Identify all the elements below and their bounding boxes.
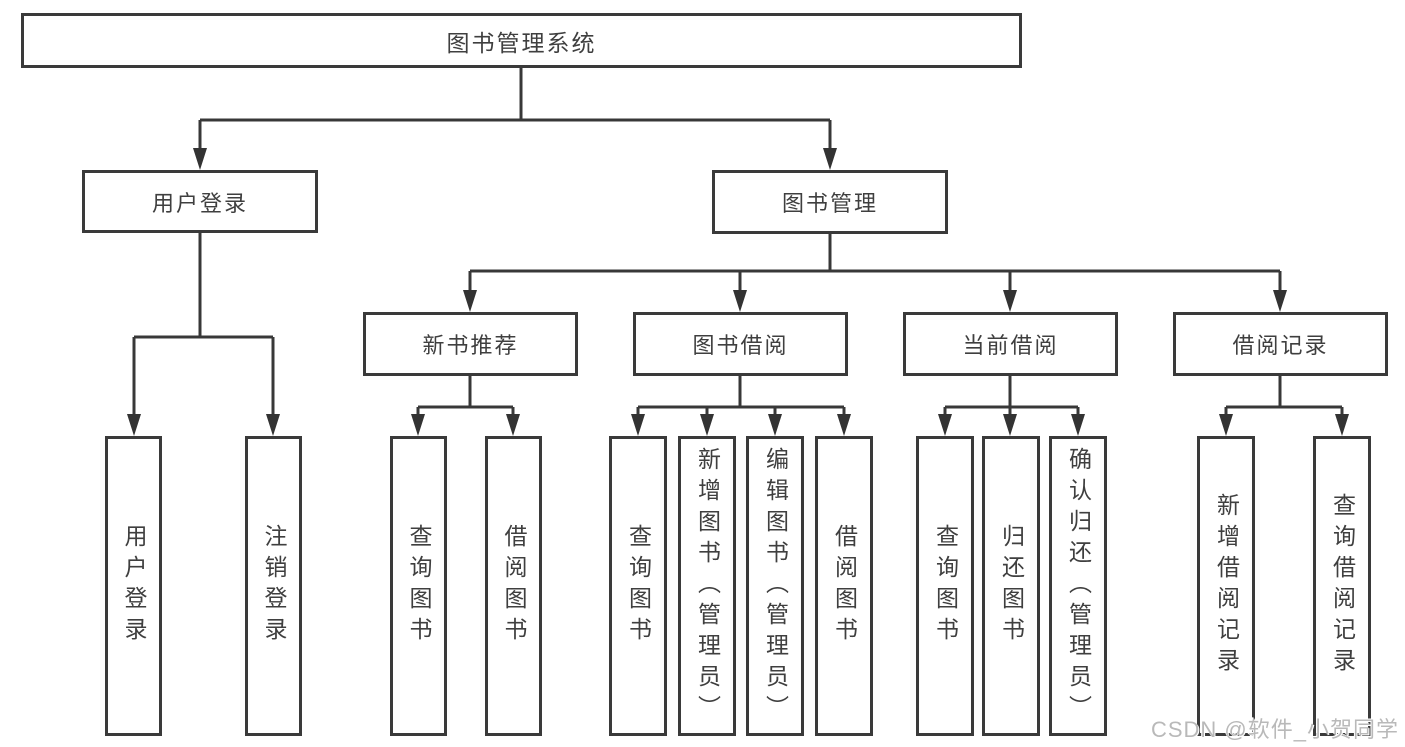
leaf-borrowing-query-books-label: 查询图书 bbox=[625, 524, 652, 648]
leaf-records-query-record: 查询借阅记录 bbox=[1313, 436, 1371, 736]
leaf-borrowing-query-books: 查询图书 bbox=[609, 436, 667, 736]
node-current-borrowing-label: 当前借阅 bbox=[962, 333, 1059, 358]
leaf-newbooks-query-books-label: 查询图书 bbox=[406, 524, 432, 648]
leaf-user-login: 用户登录 bbox=[105, 436, 162, 736]
leaf-current-return-books: 归还图书 bbox=[982, 436, 1040, 736]
node-borrowing-records-label: 借阅记录 bbox=[1232, 333, 1329, 358]
node-new-book-recommend-label: 新书推荐 bbox=[422, 333, 519, 358]
leaf-borrowing-edit-books-admin-label: 编辑图书（管理员） bbox=[762, 446, 789, 726]
leaf-records-add-record: 新增借阅记录 bbox=[1197, 436, 1255, 736]
node-library-system-label: 图书管理系统 bbox=[446, 29, 597, 56]
node-book-management: 图书管理 bbox=[712, 170, 948, 234]
node-borrowing-records: 借阅记录 bbox=[1173, 312, 1388, 376]
leaf-newbooks-query-books: 查询图书 bbox=[390, 436, 447, 736]
leaf-newbooks-borrow-books: 借阅图书 bbox=[485, 436, 542, 736]
node-current-borrowing: 当前借阅 bbox=[903, 312, 1118, 376]
leaf-logout-label: 注销登录 bbox=[261, 524, 287, 648]
node-library-system: 图书管理系统 bbox=[21, 13, 1022, 68]
leaf-user-login-label: 用户登录 bbox=[121, 524, 147, 648]
leaf-current-query-books-label: 查询图书 bbox=[932, 524, 959, 648]
node-user-login-label: 用户登录 bbox=[151, 190, 248, 216]
leaf-current-query-books: 查询图书 bbox=[916, 436, 974, 736]
leaf-logout: 注销登录 bbox=[245, 436, 302, 736]
leaf-borrowing-add-books-admin: 新增图书（管理员） bbox=[678, 436, 736, 736]
leaf-newbooks-borrow-books-label: 借阅图书 bbox=[501, 524, 527, 648]
node-book-borrowing-label: 图书借阅 bbox=[692, 333, 789, 358]
leaf-borrowing-borrow-books-label: 借阅图书 bbox=[831, 524, 858, 648]
csdn-watermark: CSDN @软件_小贺同学 bbox=[1150, 717, 1399, 742]
leaf-current-confirm-return-admin: 确认归还（管理员） bbox=[1049, 436, 1107, 736]
leaf-borrowing-edit-books-admin: 编辑图书（管理员） bbox=[746, 436, 804, 736]
node-new-book-recommend: 新书推荐 bbox=[363, 312, 578, 376]
leaf-borrowing-add-books-admin-label: 新增图书（管理员） bbox=[694, 446, 721, 726]
leaf-current-return-books-label: 归还图书 bbox=[998, 524, 1025, 648]
leaf-records-add-record-label: 新增借阅记录 bbox=[1213, 493, 1240, 679]
node-book-borrowing: 图书借阅 bbox=[633, 312, 848, 376]
leaf-current-confirm-return-admin-label: 确认归还（管理员） bbox=[1065, 446, 1092, 726]
leaf-records-query-record-label: 查询借阅记录 bbox=[1329, 493, 1356, 679]
node-book-management-label: 图书管理 bbox=[781, 191, 878, 216]
node-user-login: 用户登录 bbox=[82, 170, 318, 233]
leaf-borrowing-borrow-books: 借阅图书 bbox=[815, 436, 873, 736]
